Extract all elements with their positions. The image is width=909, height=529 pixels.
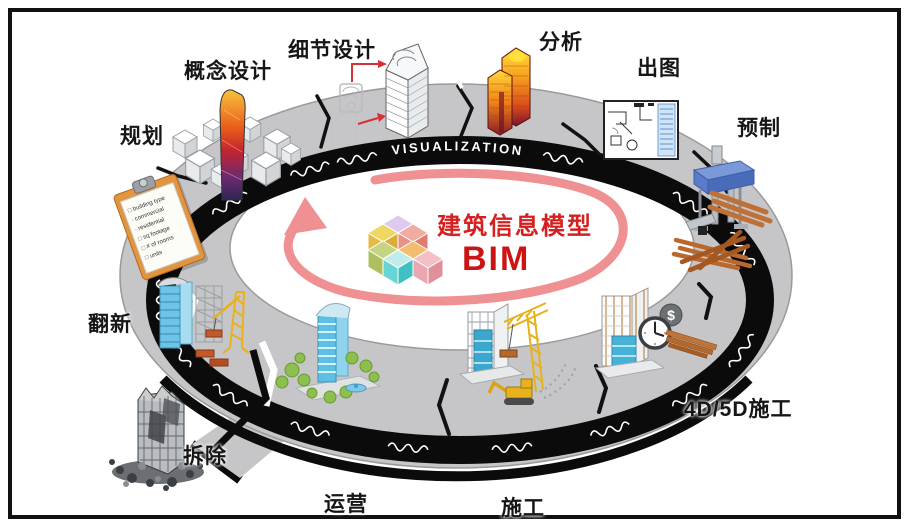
tower-crane — [503, 302, 549, 393]
rubble — [109, 459, 203, 491]
center-bim-acronym: BIM — [462, 240, 531, 278]
concept-design-icon — [172, 89, 302, 201]
label-detail-design: 细节设计 — [288, 39, 376, 62]
ring-bottom-rim — [159, 375, 753, 482]
material-stack — [665, 329, 718, 359]
svg-text:□ units: □ units — [144, 250, 163, 262]
renovation-icon — [157, 277, 250, 367]
excavator — [487, 378, 534, 405]
label-analysis: 分析 — [539, 31, 583, 54]
label-operation-maintenance: 运营 维护 — [324, 493, 368, 516]
detail-callout-arrows — [351, 60, 387, 125]
operation-maintenance-icon — [275, 303, 382, 404]
label-construction-logistics: 施工 物流 — [501, 497, 545, 520]
lumber-pile — [671, 229, 753, 273]
visualization-band-label: VISUALIZATION — [391, 138, 525, 158]
bim-cube-icon — [367, 214, 444, 286]
construction-logistics-icon — [458, 302, 577, 405]
drawing-output-icon — [603, 100, 679, 160]
label-drawing-output: 出图 — [637, 57, 681, 80]
arrowhead — [284, 197, 327, 235]
analysis-icon — [487, 47, 531, 136]
construction-4d5d-icon: $ — [594, 287, 718, 379]
schedule-clock-icon — [638, 316, 672, 350]
label-planning: 规划 — [120, 125, 164, 148]
dollar-glyph: $ — [667, 307, 675, 323]
label-demolition: 拆除 — [183, 445, 227, 468]
trees — [275, 351, 380, 404]
label-prefabrication: 预制 — [737, 117, 781, 140]
derrick-crane — [213, 291, 250, 354]
label-concept-design: 概念设计 — [184, 60, 272, 83]
center-model-name: 建筑信息模型 — [437, 213, 593, 240]
prefabrication-icon — [671, 145, 773, 273]
cycle-arrow — [283, 168, 628, 306]
detail-design-icon — [331, 43, 429, 145]
planning-clipboard-icon: □ building type · commercial · residenti… — [113, 174, 208, 283]
demolition-icon — [109, 385, 204, 491]
label-construction-4d5d: 4D/5D施工 — [684, 398, 793, 421]
label-renovation: 翻新 — [88, 313, 132, 336]
